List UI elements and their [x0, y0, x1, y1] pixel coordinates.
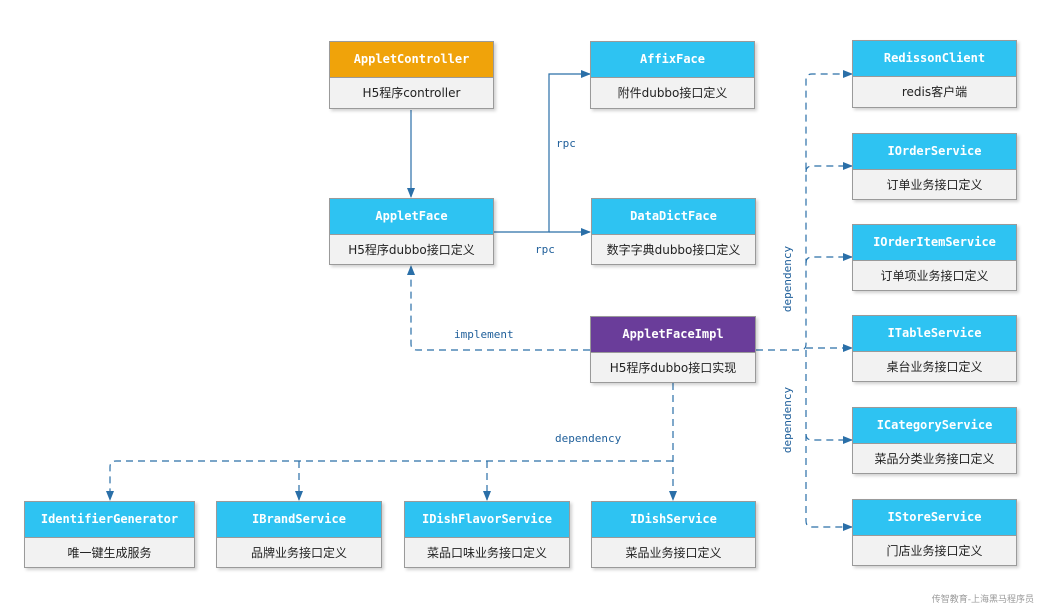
node-applet-face-impl[interactable]: AppletFaceImpl H5程序dubbo接口实现	[590, 316, 756, 383]
node-data-dict-face[interactable]: DataDictFace 数字字典dubbo接口定义	[591, 198, 756, 265]
edge-label-rpc-affix: rpc	[556, 137, 576, 150]
node-redisson-client[interactable]: RedissonClient redis客户端	[852, 40, 1017, 108]
node-description: redis客户端	[901, 85, 968, 99]
edge-label-dependency-right-lower: dependency	[781, 386, 794, 454]
edge-appletface-to-affixface	[494, 70, 591, 233]
watermark: 传智教育-上海黑马程序员	[931, 595, 1034, 605]
edge-bottom-bus	[106, 460, 673, 501]
node-description: 门店业务接口定义	[886, 544, 983, 558]
node-title: IOrderService	[853, 134, 1016, 170]
node-title: IDishFlavorService	[405, 502, 569, 538]
node-description: 菜品业务接口定义	[625, 546, 722, 560]
node-affix-face[interactable]: AffixFace 附件dubbo接口定义	[590, 41, 755, 109]
edge-label-rpc-datadict: rpc	[535, 243, 555, 256]
edge-label-dependency-bottom: dependency	[555, 432, 622, 445]
node-i-dish-flavor-service[interactable]: IDishFlavorService 菜品口味业务接口定义	[404, 501, 570, 568]
edge-impl-to-right-trunk	[756, 70, 853, 351]
node-title: AppletController	[330, 42, 493, 78]
node-identifier-generator[interactable]: IdentifierGenerator 唯一键生成服务	[24, 501, 195, 568]
node-title: AffixFace	[591, 42, 754, 78]
edge-label-dependency-right-upper: dependency	[781, 245, 794, 313]
node-description: 品牌业务接口定义	[250, 546, 347, 560]
edge-trunk-to-iorderservice	[805, 162, 853, 173]
node-description: 桌台业务接口定义	[886, 360, 983, 374]
node-description: 数字字典dubbo接口定义	[606, 243, 741, 257]
edge-trunk-to-icategoryservice	[805, 433, 853, 444]
node-applet-face[interactable]: AppletFace H5程序dubbo接口定义	[329, 198, 494, 265]
node-description: 唯一键生成服务	[67, 546, 152, 560]
node-description: H5程序controller	[362, 86, 461, 100]
node-title: IStoreService	[853, 500, 1016, 536]
node-title: IdentifierGenerator	[25, 502, 194, 538]
node-applet-controller[interactable]: AppletController H5程序controller	[329, 41, 494, 109]
node-i-dish-service[interactable]: IDishService 菜品业务接口定义	[591, 501, 756, 568]
node-i-brand-service[interactable]: IBrandService 品牌业务接口定义	[216, 501, 382, 568]
edge-label-implement: implement	[454, 328, 514, 341]
node-i-order-item-service[interactable]: IOrderItemService 订单项业务接口定义	[852, 224, 1017, 291]
node-title: RedissonClient	[853, 41, 1016, 77]
edge-trunk-lower	[805, 350, 853, 531]
node-i-table-service[interactable]: ITableService 桌台业务接口定义	[852, 315, 1017, 382]
node-description: 附件dubbo接口定义	[617, 86, 728, 100]
node-title: ICategoryService	[853, 408, 1016, 444]
node-i-order-service[interactable]: IOrderService 订单业务接口定义	[852, 133, 1017, 200]
node-title: AppletFace	[330, 199, 493, 235]
node-description: 菜品口味业务接口定义	[426, 546, 547, 560]
edge-impl-to-appletface	[407, 265, 590, 351]
node-title: IBrandService	[217, 502, 381, 538]
node-title: IOrderItemService	[853, 225, 1016, 261]
node-title: ITableService	[853, 316, 1016, 352]
node-title: AppletFaceImpl	[591, 317, 755, 353]
node-title: DataDictFace	[592, 199, 755, 235]
node-description: H5程序dubbo接口实现	[609, 361, 737, 375]
node-title: IDishService	[592, 502, 755, 538]
node-description: 订单业务接口定义	[886, 178, 983, 192]
edge-trunk-to-iorderitemservice	[805, 253, 853, 264]
node-description: 订单项业务接口定义	[880, 269, 989, 283]
node-description: 菜品分类业务接口定义	[874, 452, 995, 466]
node-i-store-service[interactable]: IStoreService 门店业务接口定义	[852, 499, 1017, 566]
node-i-category-service[interactable]: ICategoryService 菜品分类业务接口定义	[852, 407, 1017, 474]
node-description: H5程序dubbo接口定义	[348, 243, 475, 257]
